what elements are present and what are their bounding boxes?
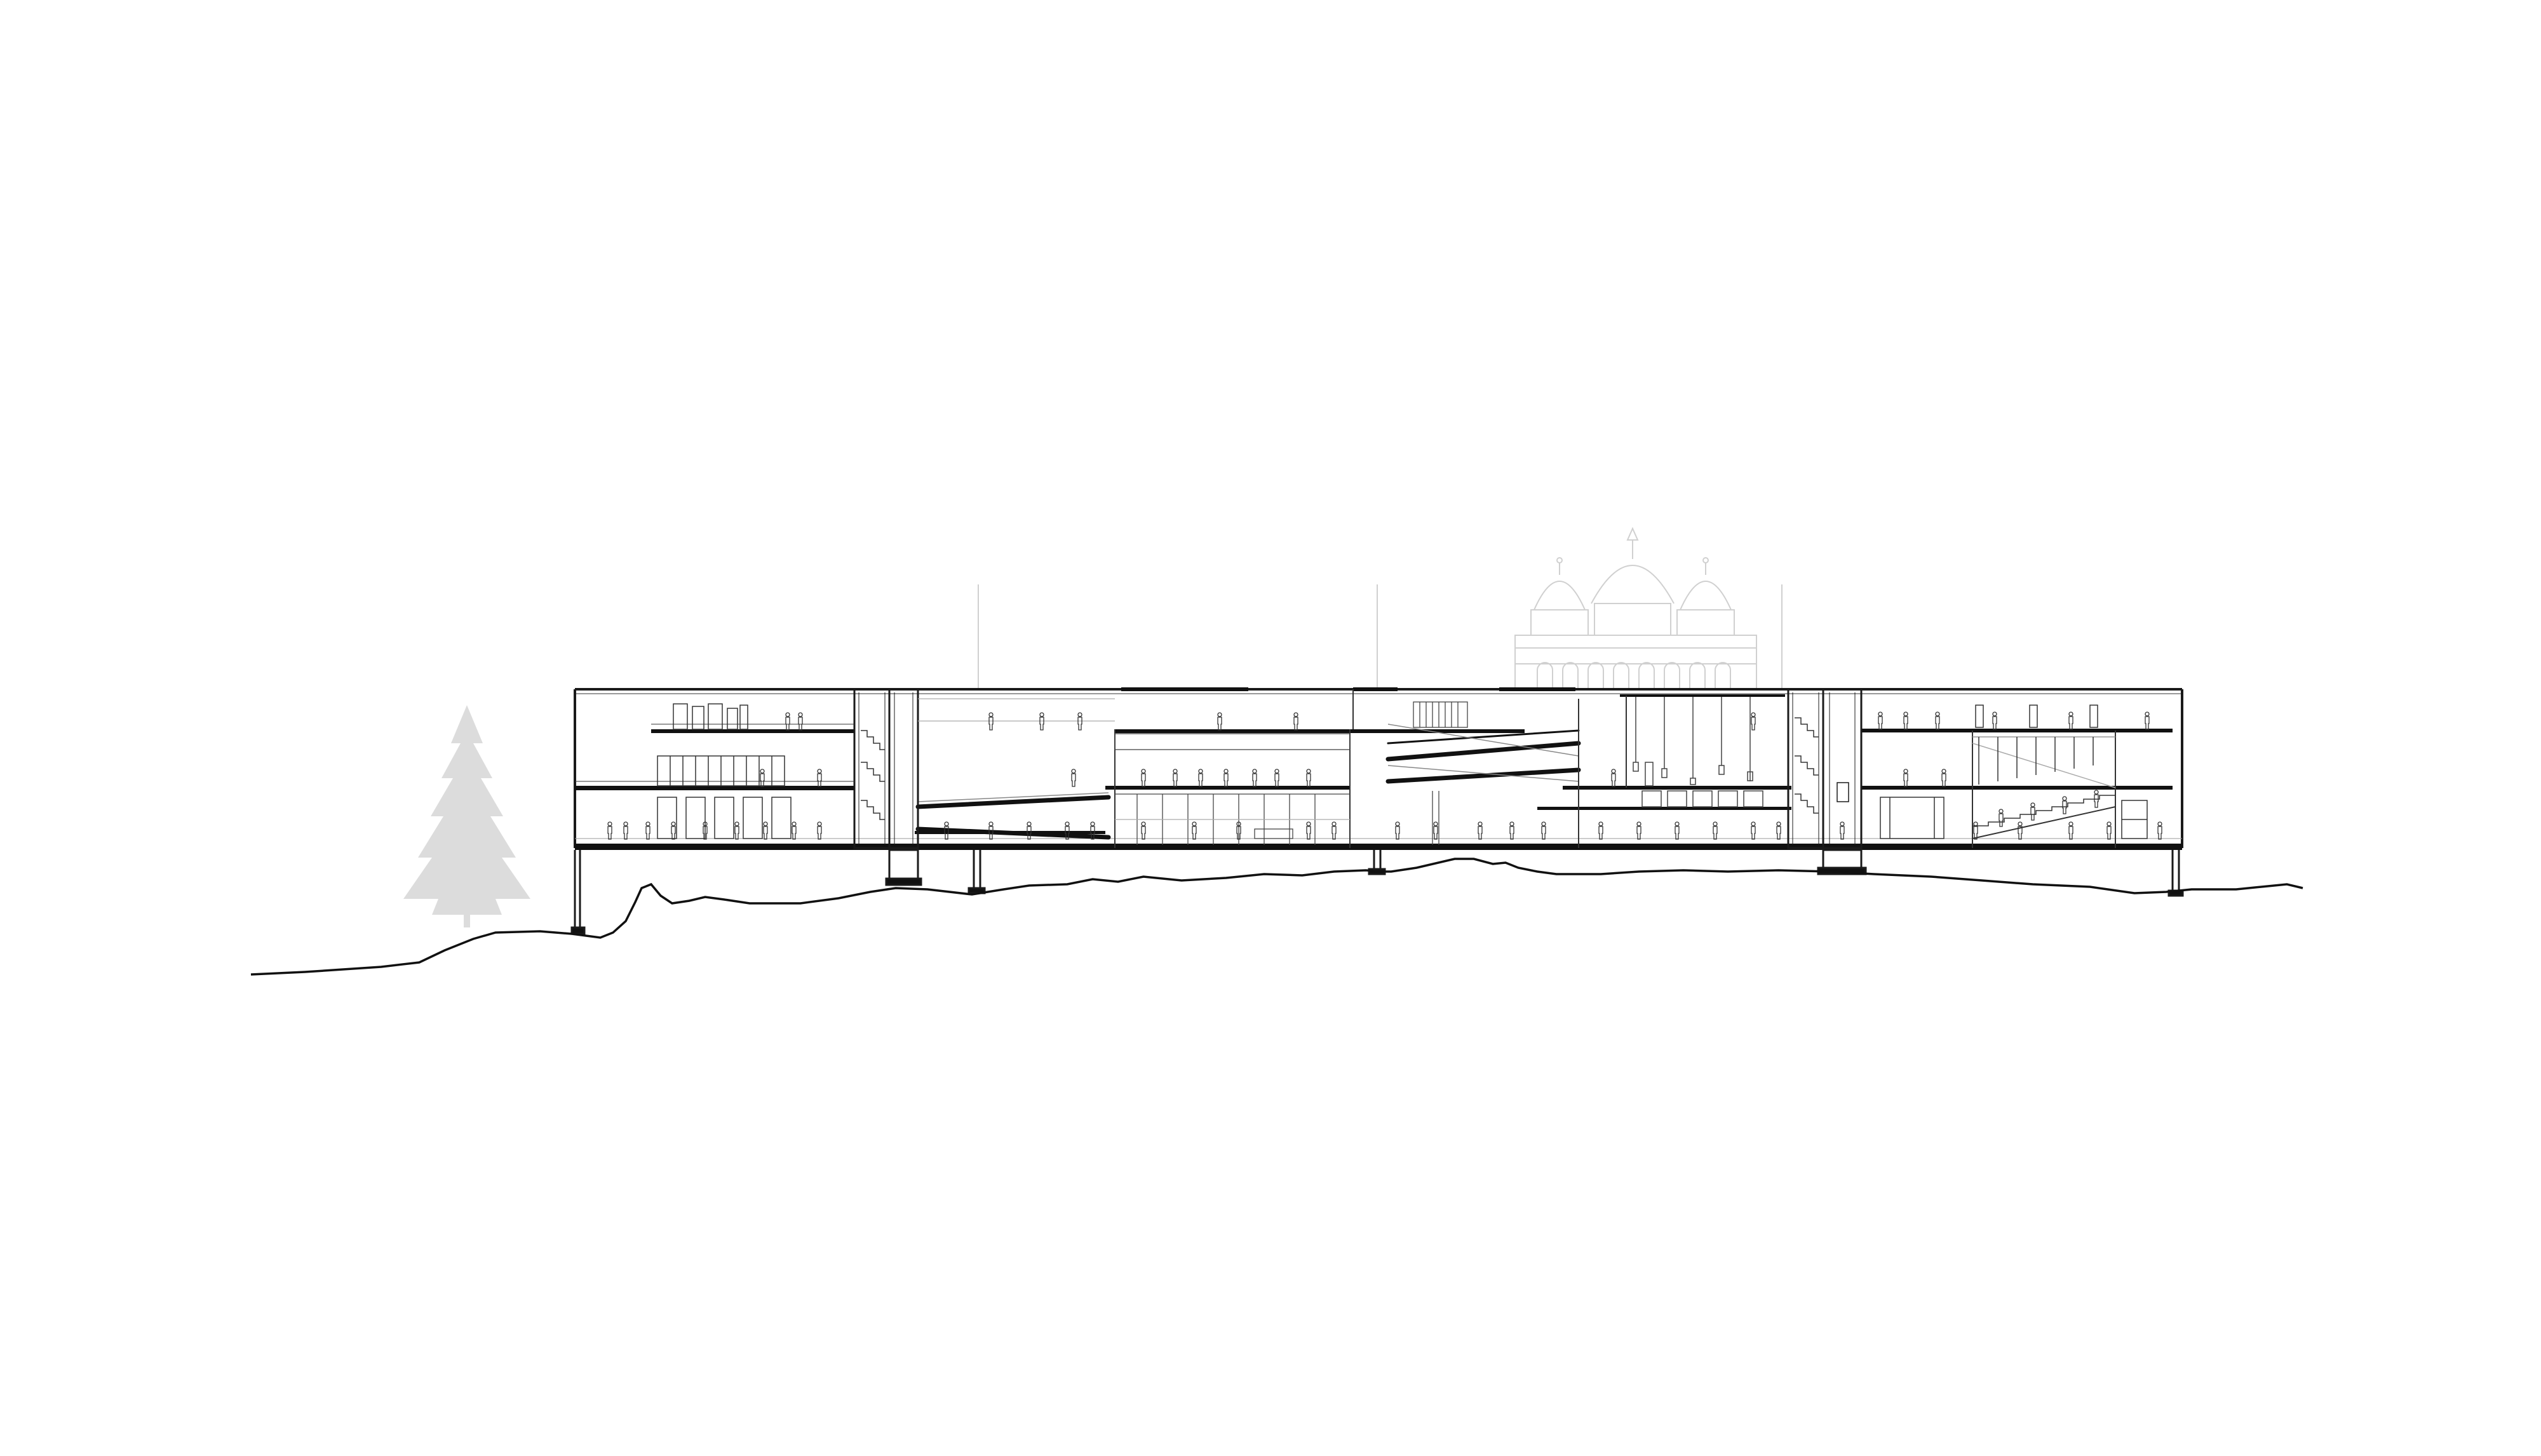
- person-figure-icon: [2068, 711, 2073, 730]
- person-figure-icon: [2018, 821, 2023, 840]
- person-figure-icon: [798, 712, 803, 731]
- person-figure-icon: [703, 821, 708, 840]
- foundation-piers: [570, 849, 2184, 935]
- person-figure-icon: [2145, 711, 2150, 730]
- person-figure-icon: [988, 821, 994, 840]
- person-figure-icon: [1077, 712, 1082, 731]
- floor-slabs: [575, 687, 2173, 834]
- person-figure-icon: [1192, 821, 1197, 840]
- central-lobby-interior: [918, 698, 1468, 845]
- person-figure-icon: [1252, 769, 1257, 787]
- person-figure-icon: [1973, 821, 1978, 840]
- person-figure-icon: [2062, 796, 2067, 814]
- person-figure-icon: [1636, 821, 1641, 840]
- person-figure-icon: [1198, 769, 1203, 787]
- person-figure-icon: [1903, 769, 1908, 787]
- person-figure-icon: [1903, 711, 1908, 730]
- person-figure-icon: [988, 712, 994, 731]
- person-figure-icon: [1306, 821, 1311, 840]
- person-figure-icon: [1675, 821, 1680, 840]
- person-figure-icon: [1293, 712, 1298, 731]
- person-figure-icon: [792, 821, 797, 840]
- terrain-profile: [250, 858, 2303, 976]
- person-figure-icon: [1433, 821, 1438, 840]
- core-right: [1787, 688, 1863, 849]
- tree-silhouette-icon: [403, 705, 530, 927]
- person-figure-icon: [1395, 821, 1400, 840]
- person-figure-icon: [763, 821, 768, 840]
- person-figure-icon: [1992, 711, 1997, 730]
- person-figure-icon: [1236, 821, 1241, 840]
- core-left: [853, 688, 919, 849]
- interior-columns: [1114, 689, 2116, 848]
- person-figure-icon: [760, 769, 765, 787]
- person-figure-icon: [817, 821, 822, 840]
- person-figure-icon: [1141, 769, 1146, 787]
- person-figure-icon: [671, 821, 676, 840]
- person-figure-icon: [944, 821, 949, 840]
- person-figure-icon: [2094, 790, 2099, 808]
- person-figure-icon: [2106, 821, 2112, 840]
- person-figure-icon: [1065, 821, 1070, 840]
- person-figure-icon: [1935, 711, 1940, 730]
- person-figure-icon: [734, 821, 739, 840]
- person-figure-icon: [1840, 821, 1845, 840]
- person-figure-icon: [2157, 821, 2162, 840]
- staircase-icon: [861, 717, 1819, 820]
- ramp-thin-lines: [917, 724, 1579, 802]
- person-figure-icon: [1090, 821, 1095, 840]
- person-figure-icon: [1998, 809, 2004, 827]
- person-figure-icon: [1751, 821, 1756, 840]
- person-figure-icon: [623, 821, 628, 840]
- ramps: [915, 729, 1581, 840]
- person-figure-icon: [1217, 712, 1222, 731]
- person-figure-icon: [1223, 769, 1229, 787]
- ghost-guide-lines: [978, 584, 1783, 689]
- person-figure-icon: [1306, 769, 1311, 787]
- domed-building-silhouette-icon: [1514, 527, 1757, 690]
- person-figure-icon: [1598, 821, 1603, 840]
- person-figure-icon: [1478, 821, 1483, 840]
- person-figure-icon: [1541, 821, 1546, 840]
- person-figure-icon: [1878, 711, 1883, 730]
- person-figure-icon: [1776, 821, 1781, 840]
- person-figure-icon: [1611, 769, 1616, 787]
- right-block-interior: [1880, 704, 2148, 839]
- person-figure-icon: [1173, 769, 1178, 787]
- person-figure-icon: [1331, 821, 1337, 840]
- person-figure-icon: [1509, 821, 1514, 840]
- person-figure-icon: [1274, 769, 1279, 787]
- person-figure-icon: [645, 821, 650, 840]
- person-figure-icon: [1713, 821, 1718, 840]
- building-envelope: [574, 688, 2183, 850]
- person-figure-icon: [817, 769, 822, 787]
- person-figure-icon: [1027, 821, 1032, 840]
- person-figure-icon: [1039, 712, 1044, 731]
- person-figure-icons: [607, 711, 2162, 840]
- person-figure-icon: [1141, 821, 1146, 840]
- person-figure-icon: [785, 712, 790, 731]
- person-figure-icon: [2068, 821, 2073, 840]
- person-figure-icon: [1071, 769, 1076, 787]
- left-block-interior: [575, 703, 854, 839]
- person-figure-icon: [2030, 802, 2035, 821]
- hanging-exhibits: [1633, 697, 1763, 807]
- person-figure-icon: [1941, 769, 1946, 787]
- person-figure-icon: [607, 821, 612, 840]
- person-figure-icon: [1751, 712, 1756, 731]
